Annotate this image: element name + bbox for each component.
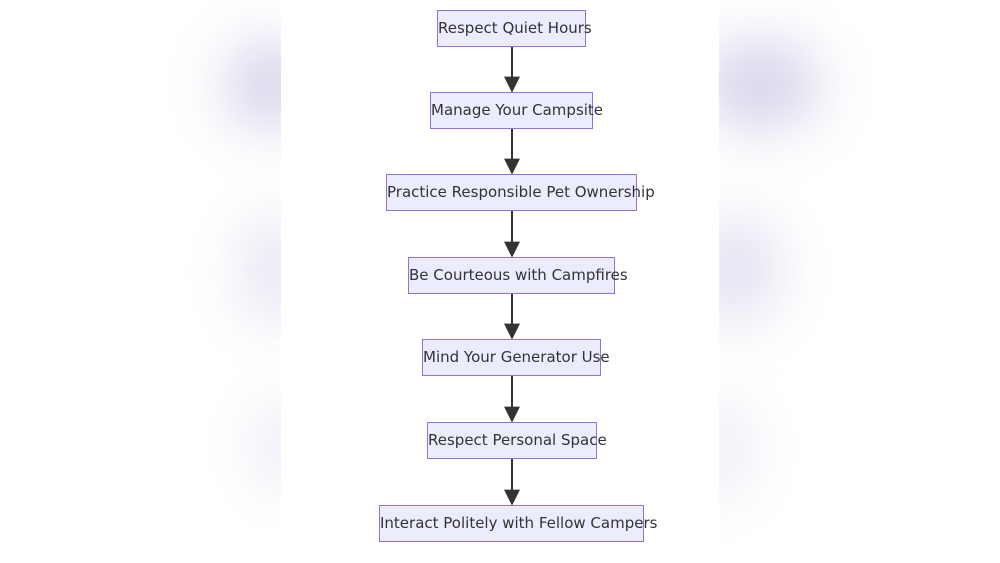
flow-node-respect-personal-space: Respect Personal Space: [427, 422, 607, 459]
flow-node-mind-your-generator-use: Mind Your Generator Use: [422, 339, 610, 376]
flow-node-practice-responsible-pet-ownership: Practice Responsible Pet Ownership: [386, 174, 655, 211]
flow-node-respect-quiet-hours: Respect Quiet Hours: [437, 10, 592, 47]
flow-node-manage-your-campsite: Manage Your Campsite: [430, 92, 603, 129]
flow-node-be-courteous-with-campfires: Be Courteous with Campfires: [408, 257, 628, 294]
background-blur: [700, 40, 820, 130]
flow-node-interact-politely-with-fellow-campers: Interact Politely with Fellow Campers: [379, 505, 657, 542]
